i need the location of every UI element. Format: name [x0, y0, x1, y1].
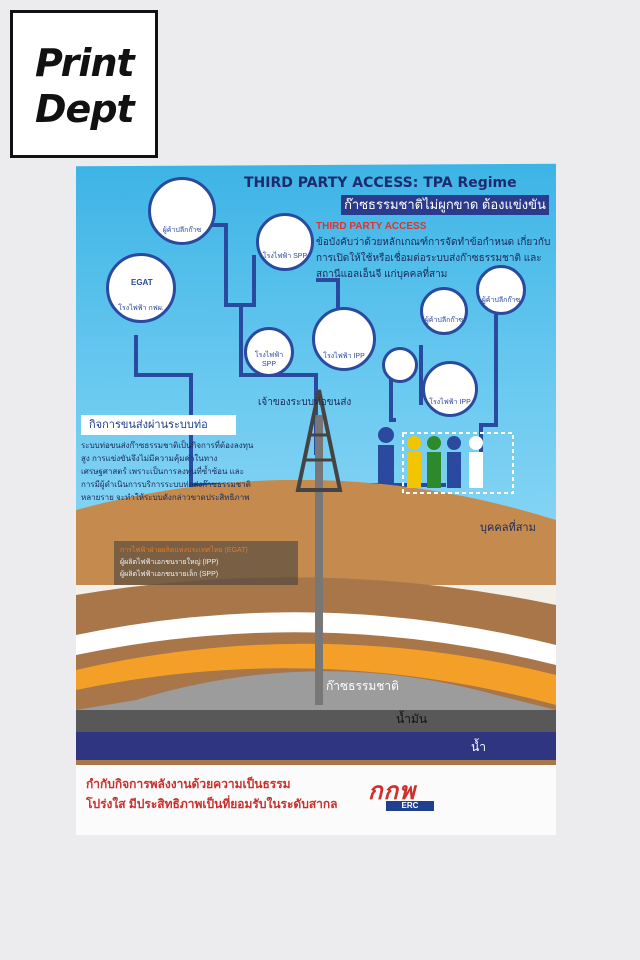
white-stratum-1	[76, 612, 556, 665]
tpa-poster: ผู้ค้าปลีกก๊าซ EGAT โรงไฟฟ้า กฟผ. โรงไฟฟ…	[76, 163, 556, 835]
gas-station-caption: ผู้ค้าปลีกก๊าซ	[162, 227, 202, 234]
pipe-owner-figure	[378, 427, 394, 483]
oil-stratum	[76, 710, 556, 732]
gas-station-circle-3: ผู้ค้าปลีกก๊าซ	[476, 265, 526, 315]
third-party-box	[402, 432, 514, 494]
drilling-rig	[295, 389, 343, 492]
well-pipe	[315, 415, 323, 705]
print-dept-logo: Print Dept	[10, 10, 158, 158]
logo-line-2: Dept	[35, 87, 135, 131]
legend-spp: ผู้ผลิตไฟฟ้าเอกชนรายเล็ก (SPP)	[120, 571, 219, 578]
oil-layer-label: น้ำมัน	[396, 712, 428, 726]
ipp-plant-caption: โรงไฟฟ้า IPP	[323, 353, 365, 360]
tpa-description: ข้อบังคับว่าด้วยหลักเกณฑ์การจัดทำข้อกำหน…	[316, 237, 551, 280]
legend-ipp: ผู้ผลิตไฟฟ้าเอกชนรายใหญ่ (IPP)	[120, 559, 219, 566]
water-stratum	[76, 732, 556, 760]
spp-plant-circle: โรงไฟฟ้า SPP	[256, 213, 314, 271]
third-party-label: บุคคลที่สาม	[480, 522, 536, 534]
spp-plant-caption-2: โรงไฟฟ้า SPP	[254, 352, 284, 368]
ipp-plant-circle: โรงไฟฟ้า IPP	[312, 307, 376, 371]
pipeline-description: ระบบท่อขนส่งก๊าซธรรมชาติเป็นกิจการที่ต้อ…	[81, 441, 254, 502]
erc-abbr: ERC	[386, 801, 434, 811]
erc-logo: กกพ ERC	[368, 771, 478, 811]
poster-subtitle: ก๊าซธรรมชาติไม่ผูกขาด ต้องแข่งขัน	[341, 195, 549, 215]
egat-plant-circle: EGAT โรงไฟฟ้า กฟผ.	[106, 253, 176, 323]
footer-slogan-2: โปร่งใส มีประสิทธิภาพเป็นที่ยอมรับในระดั…	[86, 797, 338, 811]
ipp-plant-caption-2: โรงไฟฟ้า IPP	[429, 399, 471, 406]
legend-egat: การไฟฟ้าฝ่ายผลิตแห่งประเทศไทย (EGAT)	[120, 547, 248, 554]
spp-plant-caption: โรงไฟฟ้า SPP	[262, 253, 308, 260]
gas-station-caption-3: ผู้ค้าปลีกก๊าซ	[481, 297, 521, 304]
gas-layer-label: ก๊าซธรรมชาติ	[326, 679, 399, 693]
footer-slogan-1: กำกับกิจการพลังงานด้วยความเป็นธรรม	[86, 777, 291, 791]
egat-plant-caption: โรงไฟฟ้า กฟผ.	[118, 305, 164, 312]
ipp-plant-circle-2: โรงไฟฟ้า IPP	[422, 361, 478, 417]
poster-footer: กำกับกิจการพลังงานด้วยความเป็นธรรม โปร่ง…	[76, 765, 556, 835]
gas-station-circle: ผู้ค้าปลีกก๊าซ	[148, 177, 216, 245]
orange-stratum	[76, 643, 556, 705]
pipeline-business-box: กิจการขนส่งผ่านระบบท่อ	[81, 415, 236, 435]
logo-line-1: Print	[35, 41, 135, 85]
water-layer-label: น้ำ	[471, 740, 486, 754]
gas-station-caption-2: ผู้ค้าปลีกก๊าซ	[424, 317, 464, 324]
poster-title: THIRD PARTY ACCESS: TPA Regime	[244, 175, 517, 191]
erc-brand-text: กกพ	[368, 777, 416, 805]
egat-sign: EGAT	[131, 278, 153, 287]
tpa-heading: THIRD PARTY ACCESS	[316, 221, 427, 232]
pipe-owner-label: เจ้าของระบบท่อขนส่ง	[258, 397, 352, 408]
gas-station-circle-2: ผู้ค้าปลีกก๊าซ	[420, 287, 468, 335]
small-plant-circle	[382, 347, 418, 383]
spp-plant-circle-2: โรงไฟฟ้า SPP	[244, 327, 294, 377]
legend-box: การไฟฟ้าฝ่ายผลิตแห่งประเทศไทย (EGAT) ผู้…	[114, 541, 298, 585]
